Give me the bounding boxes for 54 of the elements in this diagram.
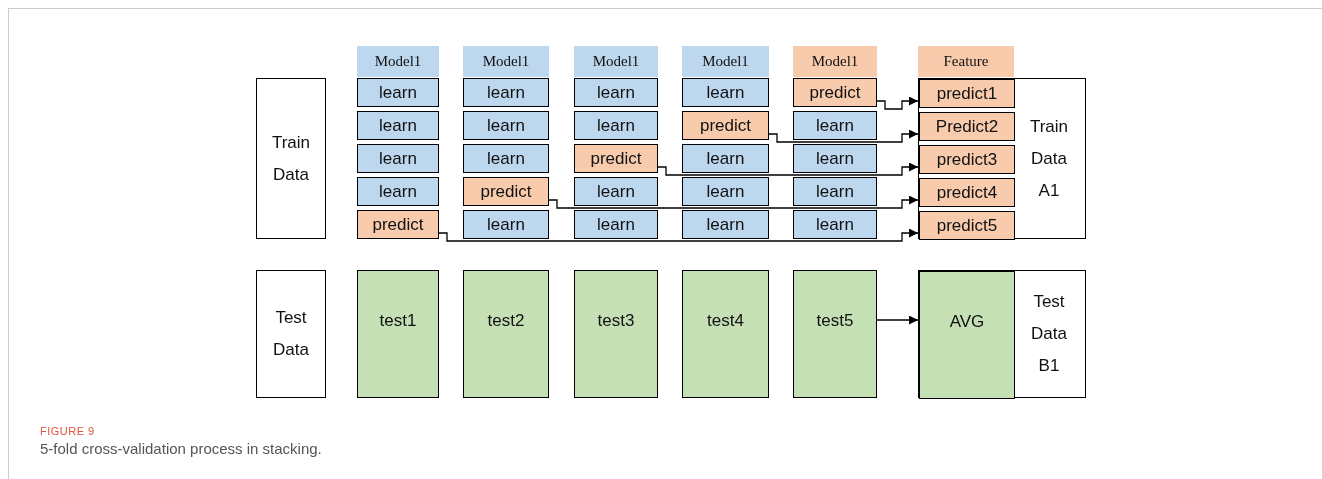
test-data-box: Test Data B1 AVG: [918, 270, 1086, 398]
figure-caption: 5-fold cross-validation process in stacking.: [40, 440, 322, 457]
test-box: test1: [357, 270, 439, 398]
learn-cell: learn: [793, 144, 877, 173]
predict-cell: predict: [793, 78, 877, 107]
learn-cell: learn: [357, 78, 439, 107]
learn-cell: learn: [357, 144, 439, 173]
learn-cell: learn: [682, 78, 769, 107]
learn-cell: learn: [574, 210, 658, 239]
learn-cell: learn: [682, 177, 769, 206]
train-data-box: Train Data A1 predict1 Predict2 predict3 predict4 predict5: [918, 78, 1086, 239]
learn-cell: learn: [682, 144, 769, 173]
arrow: [548, 195, 919, 209]
predict-cell: predict: [682, 111, 769, 140]
data-box: Test Data: [256, 270, 326, 398]
feature-cell: Predict2: [919, 112, 1015, 141]
arrow: [768, 129, 919, 143]
learn-cell: learn: [357, 177, 439, 206]
learn-cell: learn: [574, 177, 658, 206]
learn-cell: learn: [682, 210, 769, 239]
model-header: Model1: [357, 46, 439, 77]
learn-cell: learn: [463, 111, 549, 140]
avg-box: AVG: [919, 271, 1015, 399]
model-header: Model1: [574, 46, 658, 77]
feature-header: Feature: [918, 46, 1014, 77]
feature-cell: predict4: [919, 178, 1015, 207]
test-box: test3: [574, 270, 658, 398]
predict-cell: predict: [574, 144, 658, 173]
predict-cell: predict: [463, 177, 549, 206]
model-header: Model1: [463, 46, 549, 77]
learn-cell: learn: [463, 210, 549, 239]
learn-cell: learn: [793, 177, 877, 206]
data-box: Train Data: [256, 78, 326, 239]
feature-cell: predict5: [919, 211, 1015, 240]
learn-cell: learn: [357, 111, 439, 140]
learn-cell: learn: [793, 210, 877, 239]
feature-cell: predict1: [919, 79, 1015, 108]
feature-cell: predict3: [919, 145, 1015, 174]
test-box: test5: [793, 270, 877, 398]
predict-cell: predict: [357, 210, 439, 239]
model-header: Model1: [682, 46, 769, 77]
test-box: test4: [682, 270, 769, 398]
learn-cell: learn: [793, 111, 877, 140]
learn-cell: learn: [574, 111, 658, 140]
learn-cell: learn: [463, 78, 549, 107]
test-box: test2: [463, 270, 549, 398]
learn-cell: learn: [463, 144, 549, 173]
model-header: Model1: [793, 46, 877, 77]
learn-cell: learn: [574, 78, 658, 107]
arrow: [438, 228, 919, 242]
arrow: [657, 162, 919, 176]
figure-label: FIGURE 9: [40, 425, 95, 437]
arrow: [876, 315, 919, 325]
arrow: [876, 96, 919, 110]
